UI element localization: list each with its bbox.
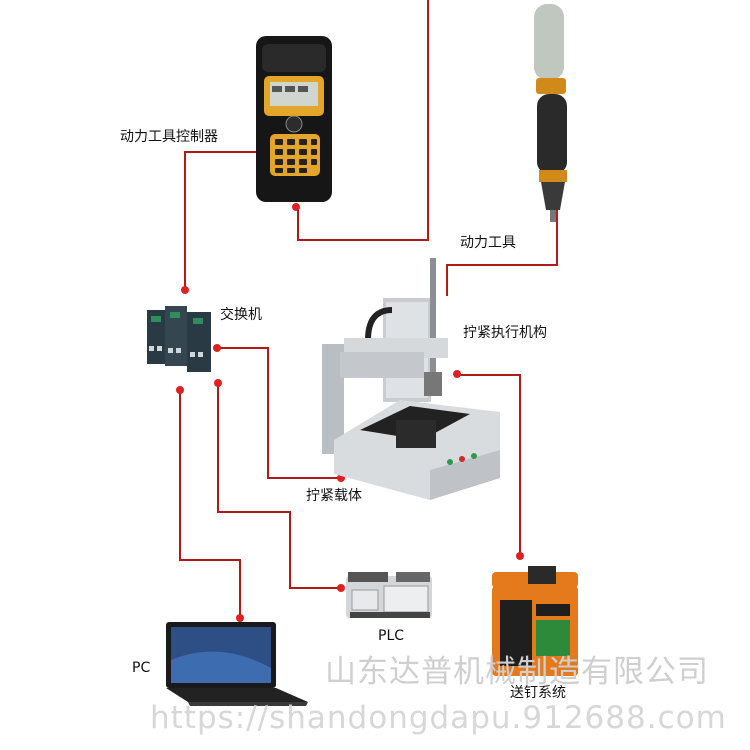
- dot-controller-bottom: [292, 203, 300, 211]
- line-switch-carrier: [217, 347, 340, 479]
- label-plc: PLC: [378, 628, 405, 644]
- label-feeder: 送钉系统: [510, 685, 566, 701]
- watermark-company: 山东达普机械制造有限公司: [325, 654, 709, 690]
- pc-laptop-image: [166, 622, 308, 706]
- label-switch: 交换机: [220, 307, 262, 323]
- plc-device-image: [346, 572, 432, 618]
- dot-switch-bottom-right: [214, 379, 222, 387]
- controller-device-image: [256, 36, 332, 202]
- watermark-url: https://shandongdapu.912688.com: [150, 700, 727, 736]
- dot-feeder: [516, 552, 524, 560]
- label-carrier: 拧紧载体: [306, 488, 362, 504]
- dot-actuator: [453, 370, 461, 378]
- label-controller: 动力工具控制器: [120, 129, 218, 145]
- dot-switch-bottom-left: [176, 386, 184, 394]
- line-switch-pc: [179, 390, 241, 618]
- dot-switch-right: [213, 344, 221, 352]
- dot-switch-top: [181, 286, 189, 294]
- label-power-tool: 动力工具: [460, 235, 516, 251]
- line-tool-actuator: [446, 210, 558, 296]
- dot-plc: [337, 584, 345, 592]
- connection-dots: [176, 148, 524, 622]
- connection-lines: [179, 0, 558, 618]
- line-switch-plc: [217, 383, 340, 589]
- tightening-machine-image: [322, 258, 500, 500]
- line-controller-switch: [184, 151, 275, 290]
- line-actuator-feeder: [458, 374, 521, 556]
- label-pc: PC: [132, 660, 151, 676]
- line-top-vertical: [297, 0, 429, 241]
- switch-device-image: [147, 306, 211, 372]
- dot-pc: [236, 614, 244, 622]
- label-actuator: 拧紧执行机构: [463, 325, 547, 341]
- power-tool-image: [534, 4, 567, 222]
- feeder-device-image: [492, 566, 578, 676]
